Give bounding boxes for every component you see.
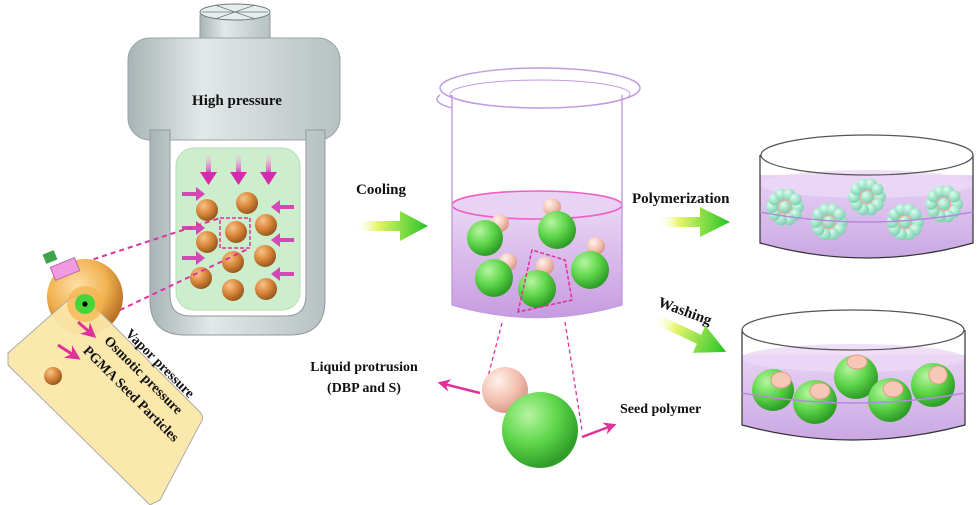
osmotic-pressure-arrow-icon: [57, 343, 81, 360]
hollow-particles: [752, 354, 955, 424]
washing-arrow: [651, 313, 727, 353]
zoom-line-bottom: [119, 247, 251, 311]
label-cooling: Cooling: [356, 182, 407, 198]
polymer-cluster: [886, 203, 924, 241]
high-pressure-reactor: High pressure: [127, 3, 341, 336]
label-seed-polymer: Seed polymer: [620, 402, 701, 417]
zoom-line-right: [564, 321, 583, 431]
petri-dish-washed: [741, 309, 966, 441]
label-high-pressure: High pressure: [192, 93, 282, 109]
liquid-protrusion-arrow: [437, 379, 481, 395]
pgma-particle-legend-icon: [44, 367, 62, 385]
cooling-arrow: [355, 211, 428, 241]
seed-polymer-arrow: [581, 422, 617, 439]
beaker: [436, 67, 641, 319]
pgma-seed-particles: [190, 192, 277, 301]
reactor-vessel: [149, 129, 326, 336]
polymer-cluster: [766, 188, 804, 226]
seed-polymer-sphere: [502, 392, 578, 468]
polymerization-arrow: [657, 207, 730, 237]
label-dbp-and-s: (DBP and S): [327, 381, 401, 396]
polymer-cluster: [925, 185, 963, 223]
enlarged-particle: [482, 367, 578, 468]
vapor-pressure-arrow-icon: [77, 320, 97, 338]
label-polymerization: Polymerization: [632, 191, 730, 207]
label-liquid-protrusion: Liquid protrusion: [310, 360, 418, 375]
zoom-box: [219, 217, 251, 249]
reactor-lid: [127, 37, 341, 141]
polymer-cluster: [848, 178, 886, 216]
zoom-line-top: [84, 217, 221, 263]
beaker-zoom-outline: [517, 249, 573, 313]
legend-card: Vapor pressure Osmotic pressure PGMA See…: [7, 250, 203, 505]
beaker-particles: [467, 198, 609, 308]
pressure-arrows: [182, 155, 294, 281]
petri-dish-polymerized: [759, 134, 974, 259]
